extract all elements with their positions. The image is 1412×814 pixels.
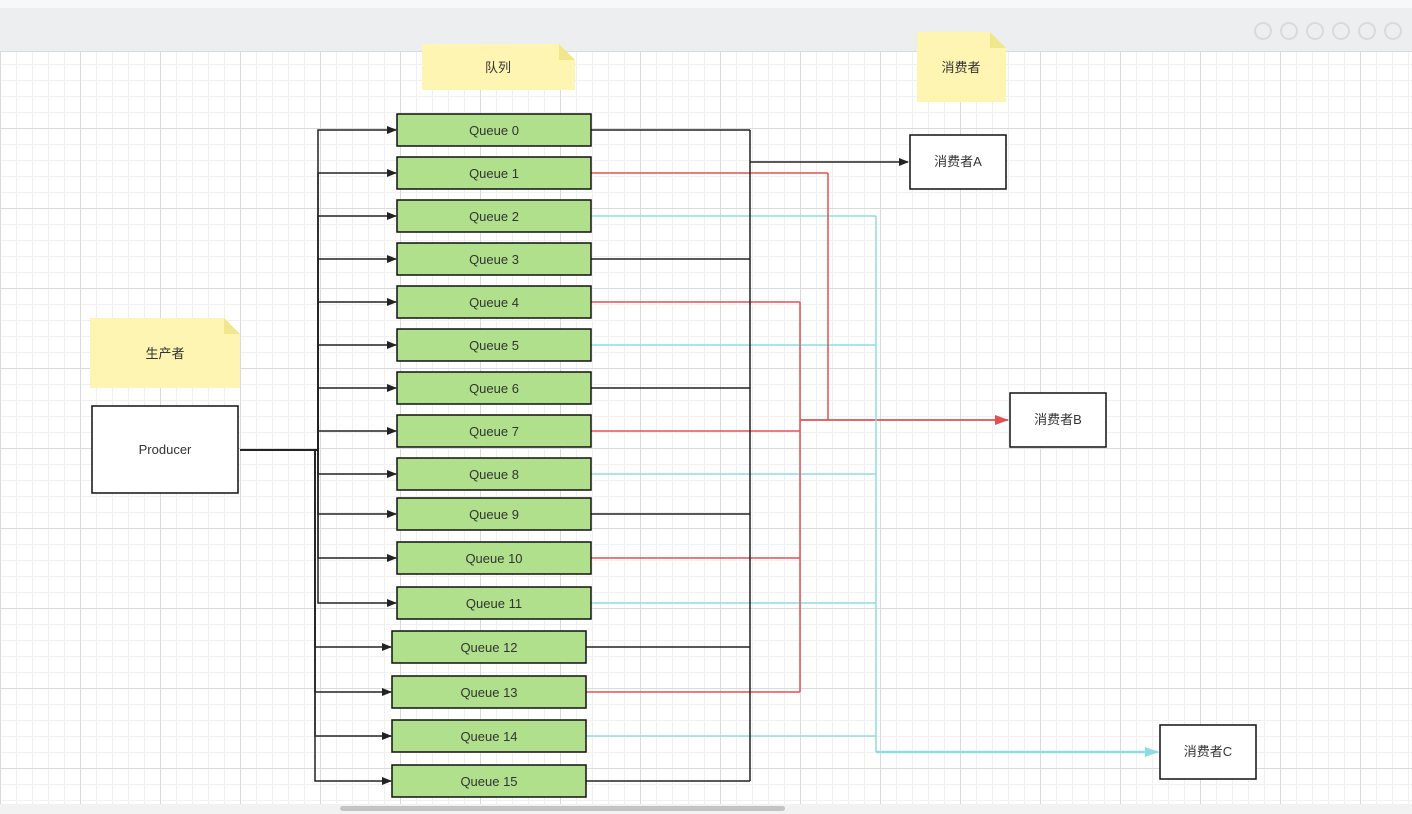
- queue-4-node[interactable]: Queue 4: [396, 285, 592, 319]
- horizontal-scrollbar-thumb[interactable]: [340, 806, 785, 811]
- consumer-a-node[interactable]: 消费者A: [909, 134, 1007, 190]
- queue-15-label: Queue 15: [460, 774, 517, 789]
- queue-0-label: Queue 0: [469, 123, 519, 138]
- queue-0-box: [396, 113, 592, 147]
- queue-8-node[interactable]: Queue 8: [396, 457, 592, 491]
- queue-13-node[interactable]: Queue 13: [391, 675, 587, 709]
- toolbar: [0, 0, 1412, 52]
- queue-7-label: Queue 7: [469, 424, 519, 439]
- queue-5-node[interactable]: Queue 5: [396, 328, 592, 362]
- queue-11-box: [396, 586, 592, 620]
- note-producers-label: 生产者: [145, 346, 184, 361]
- note-consumers[interactable]: 消费者: [917, 32, 1006, 102]
- queue-2-box: [396, 199, 592, 233]
- consumer-c-node[interactable]: 消费者C: [1159, 724, 1257, 780]
- toolbar-icons: [1254, 16, 1402, 46]
- queue-14-label: Queue 14: [460, 729, 517, 744]
- consumer-b-label: 消费者B: [1034, 412, 1082, 427]
- horizontal-scrollbar[interactable]: [0, 804, 1412, 814]
- queue-2-node[interactable]: Queue 2: [396, 199, 592, 233]
- producer-label: Producer: [139, 442, 192, 457]
- consumer-c-label: 消费者C: [1184, 744, 1232, 759]
- queue-14-node[interactable]: Queue 14: [391, 719, 587, 753]
- note-consumers-label: 消费者: [941, 60, 980, 75]
- queue-13-label: Queue 13: [460, 685, 517, 700]
- zoom-in-icon[interactable]: [1332, 22, 1350, 40]
- fit-icon[interactable]: [1358, 22, 1376, 40]
- queue-6-label: Queue 6: [469, 381, 519, 396]
- note-producers[interactable]: 生产者: [90, 318, 240, 388]
- queue-11-node[interactable]: Queue 11: [396, 586, 592, 620]
- queue-1-node[interactable]: Queue 1: [396, 156, 592, 190]
- queue-12-node[interactable]: Queue 12: [391, 630, 587, 664]
- queue-3-node[interactable]: Queue 3: [396, 242, 592, 276]
- queue-3-label: Queue 3: [469, 252, 519, 267]
- note-queues-label: 队列: [485, 60, 511, 75]
- producer-to-queue-11-edge: [240, 449, 397, 607]
- queue-12-label: Queue 12: [460, 640, 517, 655]
- undo-icon[interactable]: [1254, 22, 1272, 40]
- queue-5-label: Queue 5: [469, 338, 519, 353]
- consumer-b-node[interactable]: 消费者B: [1009, 392, 1107, 448]
- queue-9-node[interactable]: Queue 9: [396, 497, 592, 531]
- queue-6-box: [396, 371, 592, 405]
- producer-to-queue-7-edge: [240, 427, 397, 451]
- queue-4-label: Queue 4: [469, 295, 519, 310]
- queue-3-box: [396, 242, 592, 276]
- queue-11-label: Queue 11: [466, 596, 522, 611]
- queue-6-node[interactable]: Queue 6: [396, 371, 592, 405]
- queue-5-box: [396, 328, 592, 362]
- queue-2-label: Queue 2: [469, 209, 519, 224]
- queue-7-box: [396, 414, 592, 448]
- queue-15-box: [391, 764, 587, 798]
- queue-0-node[interactable]: Queue 0: [396, 113, 592, 147]
- queue-list: Queue 0 Queue 1 Queue 2 Queue 3 Queue 4 Queue…: [391, 113, 592, 798]
- queue-13-box: [391, 675, 587, 709]
- queue-9-label: Queue 9: [469, 507, 519, 522]
- queue-10-node[interactable]: Queue 10: [396, 541, 592, 575]
- queue-7-node[interactable]: Queue 7: [396, 414, 592, 448]
- queue-12-box: [391, 630, 587, 664]
- queue-4-box: [396, 285, 592, 319]
- producer-node[interactable]: Producer: [91, 405, 239, 494]
- consumer-a-label: 消费者A: [934, 154, 982, 169]
- queue-1-box: [396, 156, 592, 190]
- edges: [240, 126, 1159, 785]
- producer-to-queue-15-edge: [240, 449, 392, 785]
- zoom-out-icon[interactable]: [1306, 22, 1324, 40]
- note-queues[interactable]: 队列: [422, 44, 575, 90]
- queue-10-label: Queue 10: [465, 551, 522, 566]
- queue-1-label: Queue 1: [469, 166, 519, 181]
- queue-8-box: [396, 457, 592, 491]
- queue-9-box: [396, 497, 592, 531]
- queue-8-label: Queue 8: [469, 467, 519, 482]
- queue-14-box: [391, 719, 587, 753]
- queue-15-node[interactable]: Queue 15: [391, 764, 587, 798]
- redo-icon[interactable]: [1280, 22, 1298, 40]
- queue-10-box: [396, 541, 592, 575]
- diagram-canvas[interactable]: [0, 52, 1412, 804]
- settings-icon[interactable]: [1384, 22, 1402, 40]
